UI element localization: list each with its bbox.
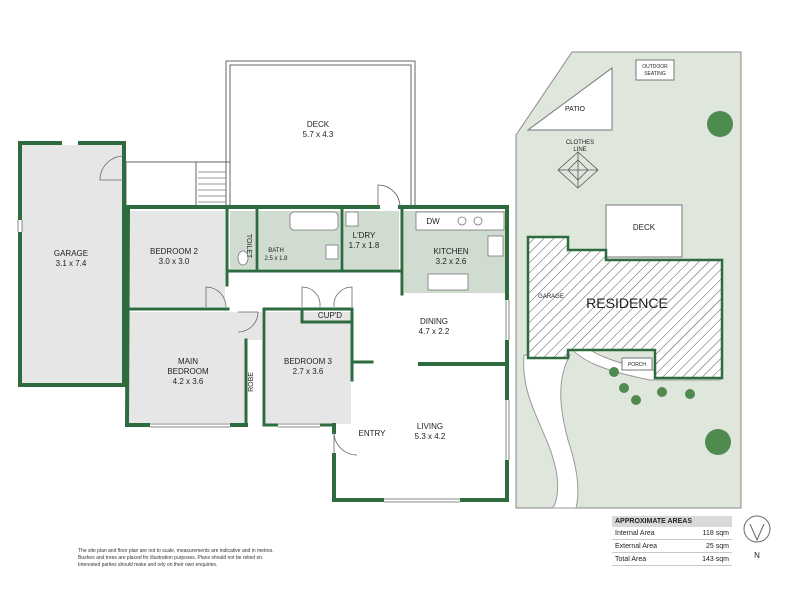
living-name: LIVING — [417, 422, 443, 431]
windows — [17, 220, 510, 503]
main-bedroom-size: 4.2 x 3.6 — [173, 377, 204, 386]
vanity-icon — [325, 244, 339, 260]
cupboard-name: CUP'D — [318, 311, 342, 320]
living-size: 5.3 x 4.2 — [415, 432, 446, 441]
site-porch-label: PORCH — [628, 362, 646, 368]
garage-floor — [22, 145, 123, 383]
bush-icon — [619, 383, 629, 393]
areas-row-value: 143 sqm — [683, 552, 732, 566]
bedroom3-floor — [266, 312, 351, 424]
cooktop-icon — [473, 216, 483, 226]
stairs-icon — [198, 171, 226, 203]
disclaimer-line: The site plan and floor plan are not to … — [78, 548, 274, 554]
laundry-size: 1.7 x 1.8 — [349, 241, 380, 250]
kitchen-name: KITCHEN — [433, 247, 468, 256]
cupboard-door-icon — [301, 286, 321, 308]
areas-row-label: External Area — [612, 539, 684, 553]
dining-name: DINING — [420, 317, 448, 326]
dining-size: 4.7 x 2.2 — [419, 327, 450, 336]
disclaimer-line: Interested parties should make and rely … — [78, 562, 218, 568]
room-labels: DECK 5.7 x 4.3 GARAGE 3.1 x 7.4 BEDROOM … — [54, 120, 469, 441]
areas-title: APPROXIMATE AREAS — [612, 516, 732, 527]
bathtub-icon — [289, 211, 339, 231]
garage-size: 3.1 x 7.4 — [56, 259, 87, 268]
main-bedroom-name-1: MAIN — [178, 357, 198, 366]
garage-name: GARAGE — [54, 249, 88, 258]
cooktop-icon — [457, 216, 467, 226]
deck-size: 5.7 x 4.3 — [303, 130, 334, 139]
garage-door-icon — [99, 155, 125, 181]
kitchen-island-icon — [427, 273, 469, 291]
tree-icon — [707, 111, 733, 137]
areas-row: Total Area 143 sqm — [612, 552, 732, 566]
laundry-door-icon — [377, 184, 401, 208]
site-residence — [526, 235, 724, 380]
site-residence-label: RESIDENCE — [586, 295, 668, 311]
laundry-tub-icon — [345, 211, 359, 227]
areas-row-value: 25 sqm — [683, 539, 732, 553]
bedroom2-floor — [129, 211, 225, 307]
site-deck — [605, 204, 683, 258]
bath-size: 2.5 x 1.8 — [264, 256, 288, 262]
areas-row: Internal Area 118 sqm — [612, 527, 732, 540]
deck-outline — [125, 60, 416, 207]
bush-icon — [609, 367, 619, 377]
approximate-areas-table: APPROXIMATE AREAS Internal Area 118 sqm … — [612, 516, 732, 566]
deck-name: DECK — [307, 120, 330, 129]
disclaimer-line: Bushes and trees are placed for illustra… — [78, 555, 264, 561]
robe-name: ROBE — [248, 372, 255, 392]
robe-floor — [247, 340, 262, 424]
areas-row-label: Internal Area — [612, 527, 684, 540]
site-driveway — [523, 354, 579, 509]
laundry-name: L'DRY — [353, 231, 376, 240]
doors — [99, 155, 401, 456]
bush-icon — [657, 387, 667, 397]
main-bedroom-floor — [129, 312, 262, 424]
bedroom3-size: 2.7 x 3.6 — [293, 367, 324, 376]
site-deck-label: DECK — [633, 223, 656, 232]
site-plan: OUTDOOR SEATING PATIO CLOTHES LINE DECK … — [515, 51, 742, 509]
main-bedroom-name-2: BEDROOM — [167, 367, 209, 376]
main-bedroom-door-icon — [237, 311, 259, 333]
areas-row-value: 118 sqm — [683, 527, 732, 540]
site-patio — [526, 67, 613, 131]
areas-row-label: Total Area — [612, 552, 684, 566]
site-porch — [621, 357, 653, 371]
toilet-name: TOILET — [245, 234, 252, 259]
bedroom2-door-icon — [205, 286, 227, 308]
site-patio-label: PATIO — [565, 106, 586, 113]
bedroom2-size: 3.0 x 3.0 — [159, 257, 190, 266]
tree-icon — [705, 429, 731, 455]
disclaimer: The site plan and floor plan are not to … — [78, 548, 318, 569]
site-garage-label: GARAGE — [538, 294, 564, 300]
site-outdoor-seating-label: OUTDOOR — [642, 64, 668, 70]
kitchen-size: 3.2 x 2.6 — [436, 257, 467, 266]
site-outdoor-seating-label-2: SEATING — [644, 71, 666, 77]
areas-row: External Area 25 sqm — [612, 539, 732, 553]
bedroom3-name: BEDROOM 3 — [284, 357, 333, 366]
toilet-icon — [237, 250, 249, 266]
bush-icon — [631, 395, 641, 405]
bedroom2-name: BEDROOM 2 — [150, 247, 199, 256]
clothes-line-icon — [557, 151, 599, 189]
compass-label: N — [754, 551, 760, 560]
entry-name: ENTRY — [359, 429, 387, 438]
north-arrow-icon: N — [743, 515, 771, 560]
cupboard-door-icon-2 — [333, 286, 353, 308]
site-outdoor-seating — [635, 59, 675, 81]
bath-name: BATH — [268, 248, 284, 254]
kitchen-dw: DW — [426, 217, 440, 226]
entry-door-icon — [333, 431, 358, 456]
bush-icon — [685, 389, 695, 399]
site-clothes-line-label: CLOTHES — [566, 140, 594, 146]
fridge-icon — [487, 235, 504, 257]
site-clothes-line-label-2: LINE — [573, 147, 586, 153]
fixtures — [237, 211, 505, 291]
